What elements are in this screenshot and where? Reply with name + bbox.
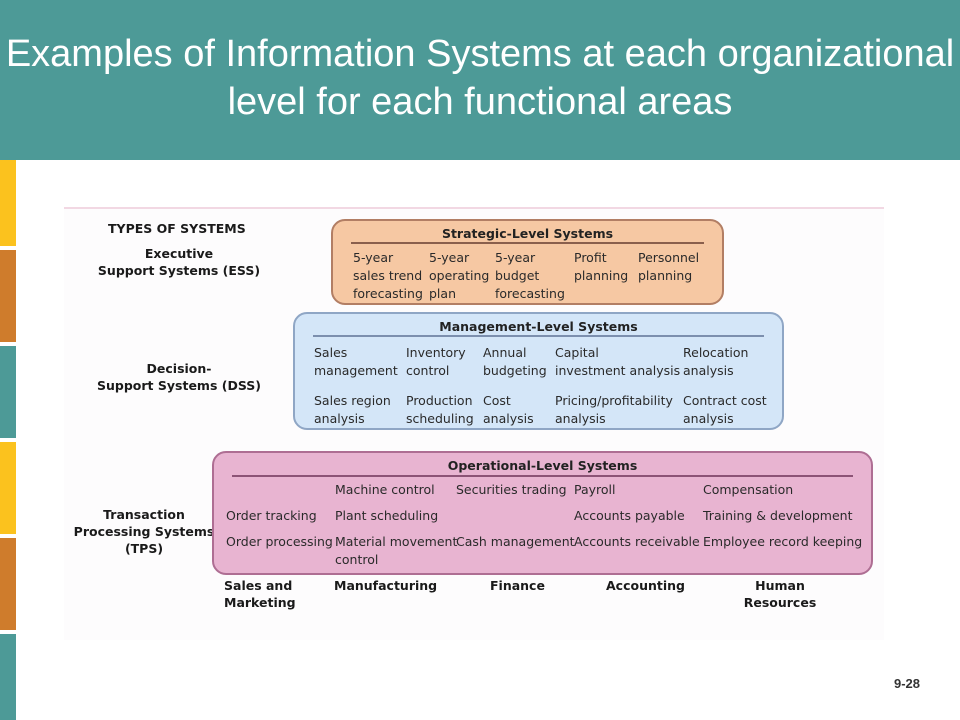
strategic-item: 5-year budget forecasting [495,250,565,301]
strip-segment [0,250,16,342]
operational-item: Plant scheduling [335,508,439,523]
operational-item: Material movement control [335,534,458,567]
band-divider [351,242,704,244]
side-color-strip [0,160,16,720]
operational-item: Order tracking [226,508,317,523]
operational-item: Order processing [226,534,333,549]
operational-item: Machine control [335,482,435,497]
operational-item: Accounts receivable [574,534,700,549]
management-item: Production scheduling [406,393,474,426]
band-divider [232,475,853,477]
band-divider [313,335,764,337]
management-item: Inventory control [406,345,466,378]
management-item: Annual budgeting [483,345,547,378]
strategic-item: 5-year sales trend forecasting [353,250,423,301]
management-item: Contract cost analysis [683,393,767,426]
slide-title: Examples of Information Systems at each … [5,33,955,123]
strip-segment [0,538,16,630]
strategic-item: Profit planning [574,250,629,283]
strategic-level-band: Strategic-Level Systems 5-year sales tre… [331,219,724,305]
operational-item: Accounts payable [574,508,685,523]
functional-area-label: Manufacturing [334,578,438,593]
strip-segment [0,160,16,246]
management-item: Pricing/profitability analysis [555,393,673,426]
ess-label: Executive Support Systems (ESS) [97,246,261,278]
operational-level-band: Operational-Level Systems Machine contro… [212,451,873,575]
functional-area-label: Finance [490,578,545,593]
operational-item: Payroll [574,482,616,497]
strategic-item: Personnel planning [638,250,700,283]
management-item: Cost analysis [483,393,534,426]
management-level-band: Management-Level Systems Sales managemen… [293,312,784,430]
operational-item: Employee record keeping [703,534,863,549]
management-level-title: Management-Level Systems [439,319,638,334]
management-item: Relocation analysis [683,345,749,378]
management-item: Sales region analysis [314,393,391,426]
operational-item: Compensation [703,482,794,497]
title-banner: Examples of Information Systems at each … [0,0,960,160]
management-item: Capital investment analysis [555,345,681,378]
types-of-systems-heading: TYPES OF SYSTEMS [108,221,246,236]
information-systems-diagram: TYPES OF SYSTEMS Executive Support Syste… [64,207,884,640]
tps-label: Transaction Processing Systems (TPS) [73,507,215,556]
functional-area-label: Sales and Marketing [224,578,296,610]
operational-item: Cash management [456,534,575,549]
dss-label: Decision- Support Systems (DSS) [97,361,261,393]
strategic-level-title: Strategic-Level Systems [441,226,614,241]
strip-segment [0,634,16,720]
operational-level-title: Operational-Level Systems [447,458,638,473]
strategic-item: 5-year operating plan [429,250,490,301]
strip-segment [0,442,16,534]
functional-area-label: Accounting [606,578,685,593]
functional-area-label: Human Resources [743,578,817,610]
management-item: Sales management [314,345,398,378]
operational-item: Securities trading [456,482,567,497]
strip-segment [0,346,16,438]
page-number: 9-28 [893,676,920,691]
operational-item: Training & development [703,508,853,523]
